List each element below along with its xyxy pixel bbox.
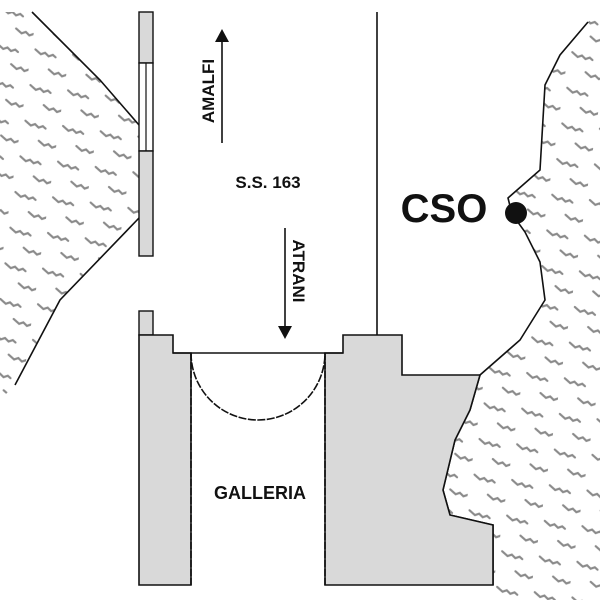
left-wall-lower: [138, 150, 154, 257]
arrow-up-icon: [215, 29, 229, 143]
arrow-down-icon: [278, 228, 292, 339]
direction-label-atrani: ATRANI: [289, 240, 308, 303]
road-label: S.S. 163: [235, 173, 300, 192]
left-hillside: [0, 12, 139, 400]
outfall-label: CSO: [401, 187, 488, 231]
tunnel-label: GALLERIA: [214, 483, 306, 503]
left-wall-upper: [138, 11, 154, 64]
tunnel-arch: [190, 352, 326, 421]
outfall-marker: [505, 202, 527, 224]
right-hillside: [443, 12, 600, 600]
left-hillside-edge: [14, 11, 140, 386]
left-wall-stub: [138, 310, 154, 336]
tunnel-right-structure: [324, 334, 494, 586]
direction-label-amalfi: AMALFI: [199, 59, 218, 123]
tunnel-left-structure: [138, 334, 192, 586]
